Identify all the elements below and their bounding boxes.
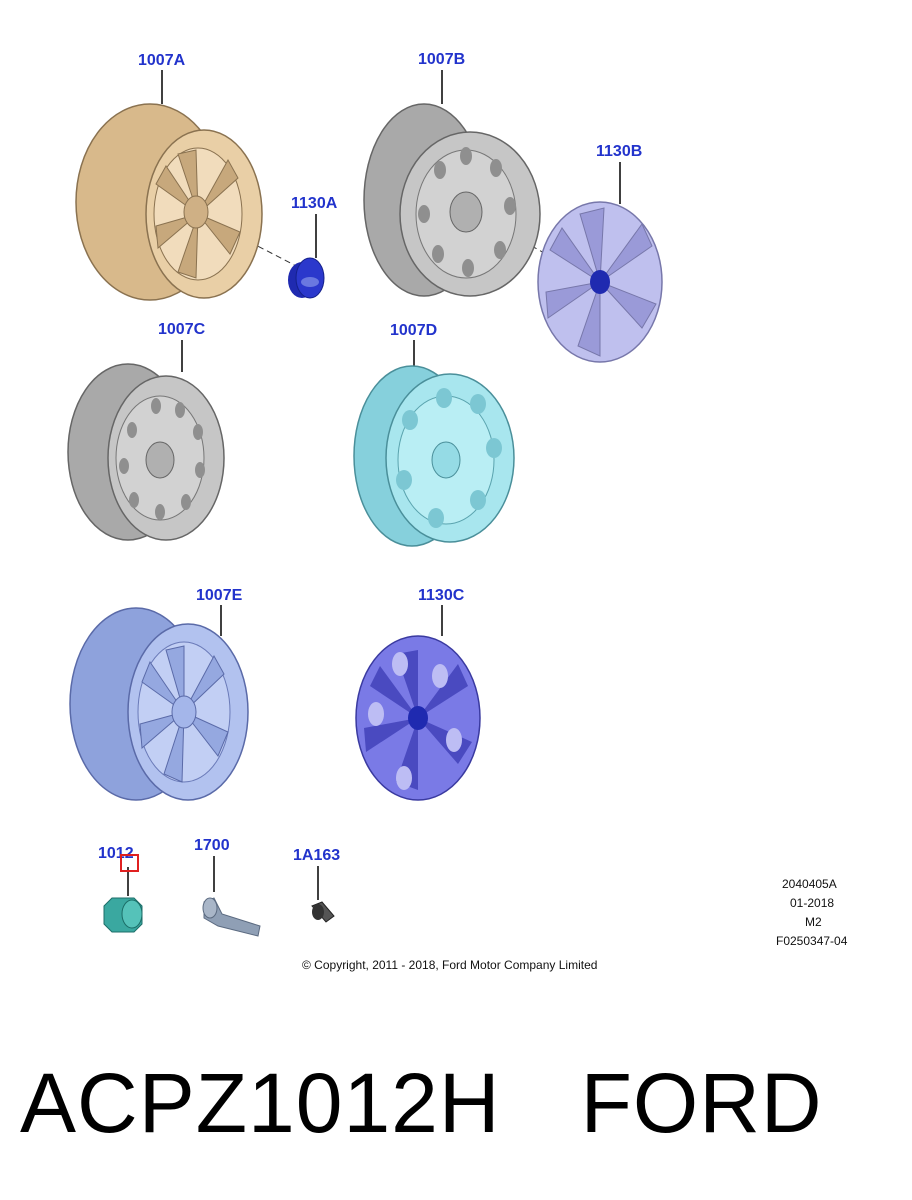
- callout-1007D: 1007D: [390, 322, 438, 339]
- meta-rev: M2: [805, 915, 822, 929]
- copyright-text: © Copyright, 2011 - 2018, Ford Motor Com…: [302, 958, 598, 972]
- callout-1007B: 1007B: [418, 51, 466, 68]
- parts-diagram-svg: [67, 70, 663, 937]
- wheel-1007B: [363, 103, 541, 297]
- callout-1012: 1012: [98, 845, 134, 862]
- wheel-nut-1012: [103, 897, 143, 933]
- wheel-1007E: [69, 607, 249, 801]
- callout-1007E: 1007E: [196, 587, 243, 604]
- callout-1130C: 1130C: [418, 587, 465, 604]
- meta-code: 2040405A: [782, 877, 837, 891]
- callout-1130B: 1130B: [596, 143, 643, 160]
- callout-1A163: 1A163: [293, 847, 341, 864]
- parts-diagram: 1007A 1007B 1130A 1130B 1007C 1007D 1007…: [67, 51, 848, 972]
- highlight-box: [120, 854, 139, 872]
- meta-ref: F0250347-04: [776, 934, 848, 948]
- hubcap-1130A: [288, 257, 325, 299]
- wheel-1007C: [67, 363, 225, 541]
- footer-caption: ACPZ1012H FORD: [20, 1048, 823, 1158]
- wheel-1007A: [75, 103, 263, 301]
- valve-stem-1700: [202, 897, 261, 937]
- wheel-1007D: [353, 365, 515, 547]
- leader-lines: [127, 70, 621, 900]
- callout-1007C: 1007C: [158, 321, 206, 338]
- callout-1130A: 1130A: [291, 195, 338, 212]
- meta-date: 01-2018: [790, 896, 835, 910]
- brand-name: FORD: [580, 1055, 823, 1150]
- callout-1700: 1700: [194, 837, 230, 854]
- wheelcover-1130C: [355, 635, 481, 801]
- callout-1007A: 1007A: [138, 52, 186, 69]
- part-number: ACPZ1012H: [20, 1055, 501, 1150]
- wheelcover-1130B: [537, 201, 663, 363]
- valve-cap-1A163: [311, 901, 335, 923]
